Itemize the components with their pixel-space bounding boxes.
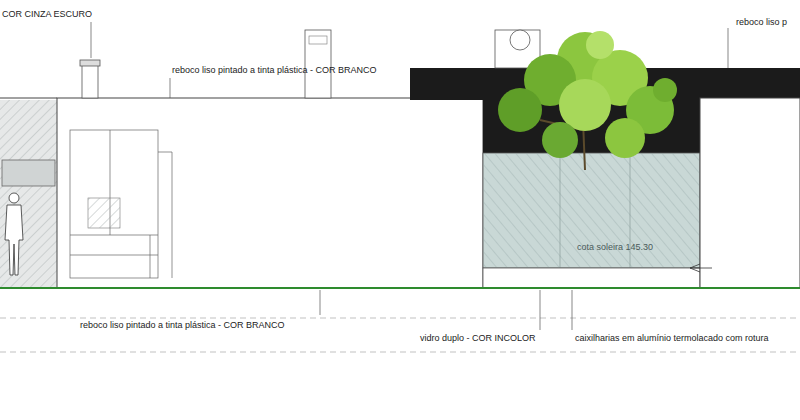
ground-line: [0, 287, 800, 289]
material-note: reboco liso pintado a tinta plástica - C…: [80, 321, 285, 331]
level-mark: [690, 264, 712, 272]
entrance-frame: [70, 130, 172, 278]
person-figure: [5, 193, 23, 275]
chimney: [82, 64, 98, 98]
level-note: cota soleira 145.30: [577, 243, 653, 253]
glass-facade: [483, 153, 700, 268]
shadow-wall: [0, 100, 57, 288]
grid-panel: [88, 198, 120, 228]
white-wall: [57, 98, 483, 288]
material-note: reboco liso p: [736, 18, 787, 28]
window: [2, 160, 55, 186]
tree: [498, 31, 677, 170]
material-note: vidro duplo - COR INCOLOR: [420, 334, 536, 344]
roof-vent: [305, 30, 331, 98]
material-note: caixilharias em alumínio termolacado com…: [575, 334, 769, 344]
material-note: reboco liso pintado a tinta plástica - C…: [172, 66, 377, 76]
step: [483, 268, 700, 288]
white-wall-right: [700, 98, 800, 288]
material-note: COR CINZA ESCURO: [2, 10, 92, 20]
